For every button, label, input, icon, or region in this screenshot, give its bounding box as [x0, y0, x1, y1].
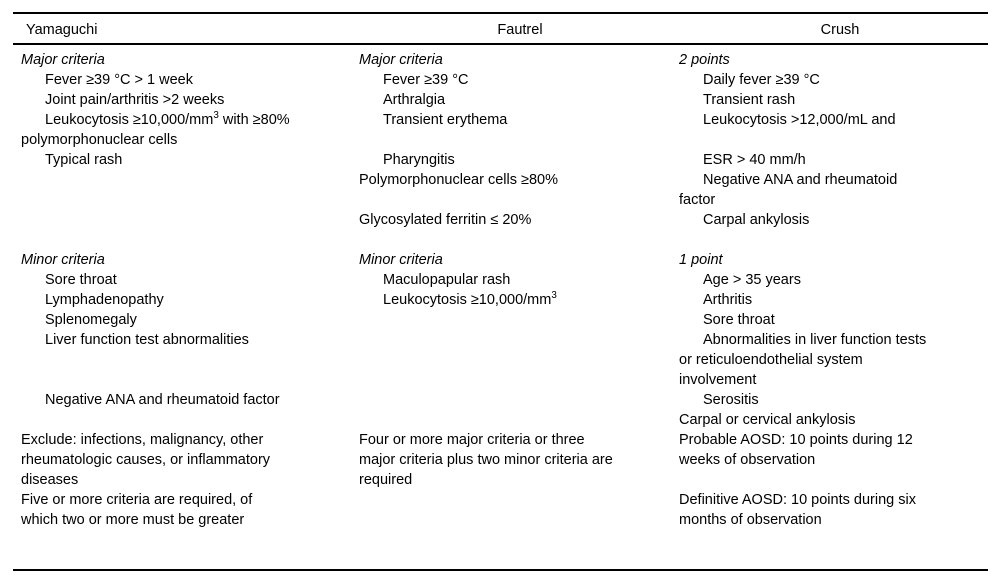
criteria-line: Negative ANA and rheumatoid	[703, 172, 898, 188]
criteria-line: Definitive AOSD: 10 points during six	[679, 492, 916, 508]
blank-line	[21, 370, 351, 390]
blank-line	[359, 230, 669, 250]
criteria-line: diseases	[21, 472, 79, 488]
criteria-line: involvement	[679, 372, 757, 388]
criteria-line: Joint pain/arthritis >2 weeks	[45, 92, 225, 108]
criteria-line: Polymorphonuclear cells ≥80%	[359, 172, 558, 188]
criteria-line: required	[359, 472, 413, 488]
criteria-line: which two or more must be greater	[21, 512, 245, 528]
criteria-line: Sore throat	[703, 312, 775, 328]
criteria-line: Fever ≥39 °C	[383, 72, 469, 88]
criteria-line: Carpal ankylosis	[703, 212, 810, 228]
blank-line	[21, 230, 351, 250]
criteria-line: Arthritis	[703, 292, 753, 308]
criteria-line: Major criteria	[359, 52, 443, 68]
blank-line	[359, 350, 669, 370]
criteria-line: polymorphonuclear cells	[21, 132, 178, 148]
criteria-line: Age > 35 years	[703, 272, 801, 288]
criteria-line: 1 point	[679, 252, 723, 268]
criteria-line: Major criteria	[21, 52, 105, 68]
criteria-line: Abnormalities in liver function tests	[703, 332, 927, 348]
blank-line	[359, 310, 669, 330]
criteria-line: Leukocytosis ≥10,000/mm3 with ≥80%	[45, 110, 290, 128]
table-top-rule	[13, 12, 988, 14]
criteria-line: Typical rash	[45, 152, 123, 168]
blank-line	[21, 350, 351, 370]
column-header-crush: Crush	[820, 22, 860, 38]
criteria-line: Transient rash	[703, 92, 796, 108]
criteria-line: Minor criteria	[21, 252, 105, 268]
criteria-line: ESR > 40 mm/h	[703, 152, 806, 168]
table-header-rule	[13, 43, 988, 45]
blank-line	[359, 330, 669, 350]
criteria-line: weeks of observation	[679, 452, 816, 468]
criteria-line: Exclude: infections, malignancy, other	[21, 432, 264, 448]
blank-line	[359, 370, 669, 390]
superscript: 3	[213, 110, 219, 122]
criteria-line: months of observation	[679, 512, 822, 528]
criteria-line: or reticuloendothelial system	[679, 352, 863, 368]
criteria-line: rheumatologic causes, or inflammatory	[21, 452, 271, 468]
criteria-line: Minor criteria	[359, 252, 443, 268]
blank-line	[359, 130, 669, 150]
criteria-line: Lymphadenopathy	[45, 292, 164, 308]
criteria-line: Maculopapular rash	[383, 272, 511, 288]
criteria-line: Glycosylated ferritin ≤ 20%	[359, 212, 532, 228]
blank-line	[359, 190, 669, 210]
criteria-line: Splenomegaly	[45, 312, 137, 328]
criteria-line: Carpal or cervical ankylosis	[679, 412, 856, 428]
table-bottom-rule	[13, 569, 988, 571]
blank-line	[679, 130, 984, 150]
superscript: 3	[551, 290, 557, 302]
criteria-line: 2 points	[679, 52, 730, 68]
blank-line	[21, 410, 351, 430]
blank-line	[21, 190, 351, 210]
criteria-line: Probable AOSD: 10 points during 12	[679, 432, 913, 448]
criteria-line: Leukocytosis ≥10,000/mm3	[383, 290, 557, 308]
blank-line	[21, 210, 351, 230]
column-header-fautrel: Fautrel	[497, 22, 543, 38]
blank-line	[359, 390, 669, 410]
criteria-line: Daily fever ≥39 °C	[703, 72, 820, 88]
blank-line	[21, 170, 351, 190]
table-header-row: Yamaguchi Fautrel Crush	[13, 20, 988, 42]
criteria-line: Arthralgia	[383, 92, 446, 108]
criteria-line: Negative ANA and rheumatoid factor	[45, 392, 280, 408]
criteria-line: Fever ≥39 °C > 1 week	[45, 72, 193, 88]
criteria-line: Five or more criteria are required, of	[21, 492, 253, 508]
criteria-line: Leukocytosis >12,000/mL and	[703, 112, 896, 128]
column-header-yamaguchi: Yamaguchi	[26, 22, 98, 38]
blank-line	[359, 410, 669, 430]
blank-line	[679, 470, 984, 490]
blank-line	[679, 230, 984, 250]
criteria-line: Four or more major criteria or three	[359, 432, 585, 448]
criteria-line: Transient erythema	[383, 112, 508, 128]
criteria-line: Serositis	[703, 392, 759, 408]
criteria-line: major criteria plus two minor criteria a…	[359, 452, 613, 468]
criteria-line: Sore throat	[45, 272, 117, 288]
criteria-line: factor	[679, 192, 716, 208]
criteria-line: Liver function test abnormalities	[45, 332, 249, 348]
criteria-line: Pharyngitis	[383, 152, 455, 168]
